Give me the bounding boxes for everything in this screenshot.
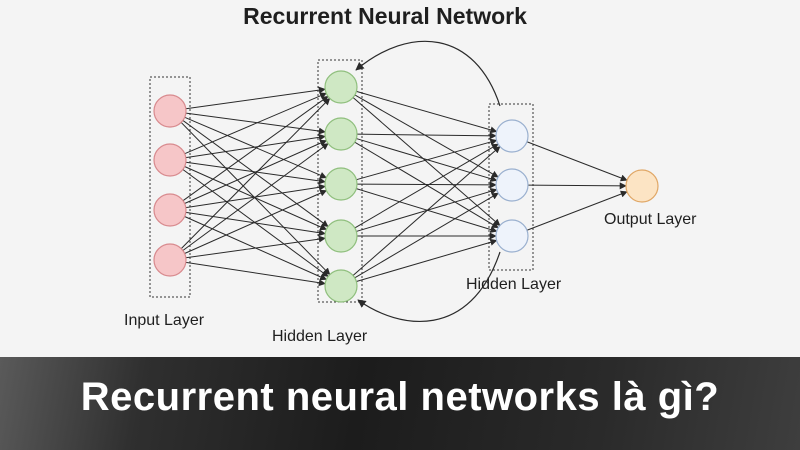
edge-input-hidden1: [185, 86, 326, 110]
edge-input-hidden1: [185, 261, 326, 287]
hidden1-node: [324, 167, 358, 201]
edge-input-hidden1: [185, 133, 326, 159]
edge-hidden2-output: [527, 182, 627, 190]
recurrent-loop-top: [355, 40, 501, 107]
edge-input-hidden1: [184, 189, 328, 254]
edge-input-hidden1: [185, 211, 326, 237]
hidden2-layer-box: [488, 103, 534, 271]
edge-hidden1-hidden2: [354, 94, 499, 178]
input-node: [153, 94, 187, 128]
edge-hidden1-hidden2: [354, 143, 499, 229]
hidden-layer-1-label: Hidden Layer: [272, 328, 368, 345]
edge-hidden1-hidden2: [356, 90, 498, 134]
recurrent-loop-bottom: [357, 251, 501, 323]
banner-caption: Recurrent neural networks là gì?: [80, 375, 720, 419]
edge-hidden2-output: [526, 141, 628, 182]
output-node: [625, 169, 659, 203]
hidden2-node: [495, 168, 529, 202]
edge-input-hidden1: [180, 97, 331, 249]
input-node: [153, 193, 187, 227]
output-layer-label: Output Layer: [604, 211, 697, 228]
edge-input-hidden1: [185, 112, 326, 135]
input-layer-box: [149, 76, 191, 298]
input-node: [153, 243, 187, 277]
edge-hidden1-hidden2: [354, 192, 499, 279]
input-node: [153, 143, 187, 177]
caption-banner: Recurrent neural networks là gì?: [0, 357, 800, 450]
edge-hidden2-output: [526, 190, 628, 231]
edge-input-hidden1: [182, 143, 329, 251]
connections: [180, 86, 628, 287]
hidden1-node: [324, 117, 358, 151]
edge-hidden1-hidden2: [356, 132, 497, 140]
hidden2-node: [495, 219, 529, 253]
hidden1-node: [324, 70, 358, 104]
rnn-diagram: Recurrent Neural Network Input Layer Hid…: [124, 3, 697, 345]
edge-hidden1-hidden2: [352, 97, 501, 226]
hidden1-node: [324, 269, 358, 303]
input-layer-label: Input Layer: [124, 312, 205, 329]
edge-hidden1-hidden2: [352, 146, 501, 276]
edge-input-hidden1: [184, 166, 328, 231]
hidden1-node: [324, 219, 358, 253]
edge-input-hidden1: [182, 95, 329, 202]
diagram-title: Recurrent Neural Network: [243, 3, 527, 29]
edge-input-hidden1: [185, 235, 326, 259]
edge-hidden1-hidden2: [356, 138, 498, 181]
edge-input-hidden1: [184, 139, 328, 204]
edge-hidden1-hidden2: [356, 238, 498, 282]
edge-hidden1-hidden2: [356, 181, 497, 189]
edge-input-hidden1: [184, 92, 327, 155]
hidden2-node: [495, 119, 529, 153]
hidden-layer-2-label: Hidden Layer: [466, 276, 562, 293]
network-graph: [149, 40, 659, 323]
